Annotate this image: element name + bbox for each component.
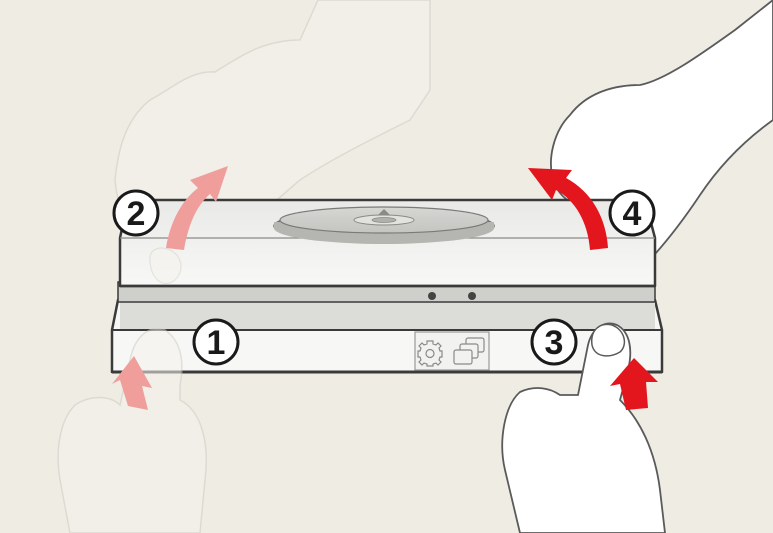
indicator-light-left (428, 292, 436, 300)
gear-icon (418, 341, 442, 366)
step-number: 2 (127, 195, 146, 233)
step-number: 3 (545, 324, 564, 362)
step-badge-4: 4 (610, 191, 654, 235)
indicator-light-right (468, 292, 476, 300)
step-badge-1: 1 (194, 320, 238, 364)
step-badge-2: 2 (114, 191, 158, 235)
step-number: 1 (207, 324, 226, 362)
step-number: 4 (623, 195, 642, 233)
step-badge-3: 3 (532, 320, 576, 364)
disc (274, 207, 494, 244)
